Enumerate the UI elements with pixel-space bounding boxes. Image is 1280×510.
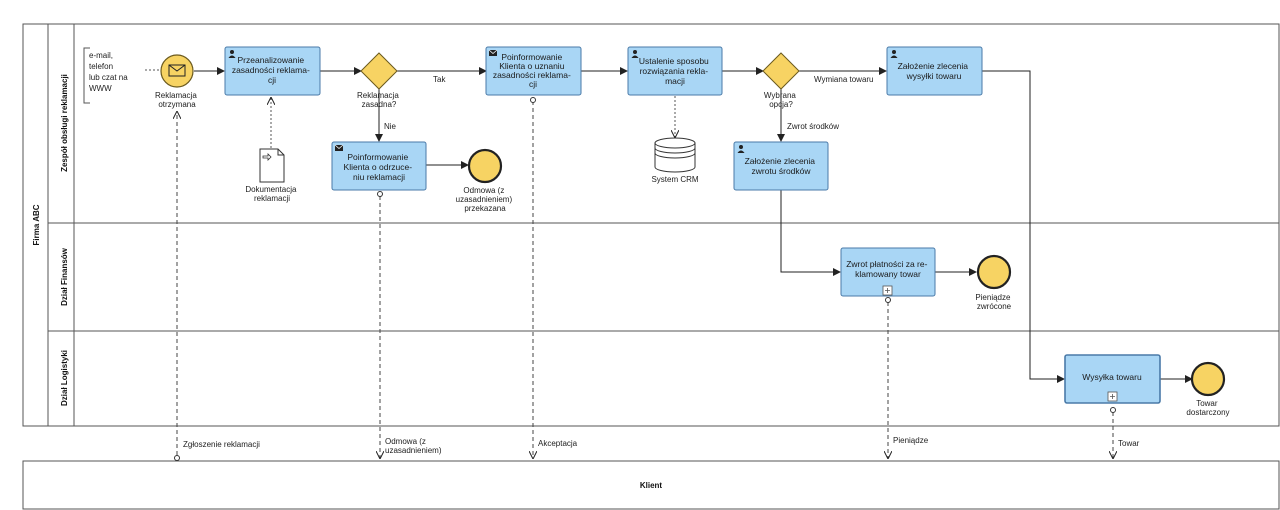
annotation-bracket <box>83 47 90 104</box>
gateway-label: Reklamacja zasadna? <box>357 91 401 109</box>
end-event-odmowa-label: Odmowa (z uzasadnieniem) przekazana <box>456 186 515 213</box>
task-zalozenie-zlecenia-wysylki[interactable]: Założenie zlecenia wysyłki towaru <box>886 46 983 96</box>
envelope-icon <box>488 49 498 56</box>
user-icon <box>631 50 639 58</box>
task-label: Poinformowanie Klienta o odrzuce- niu re… <box>344 152 415 182</box>
gateway-reklamacja-zasadna[interactable] <box>360 52 398 90</box>
gateway-label: Wybrana opcja? <box>764 91 798 109</box>
pool-klient-label: Klient <box>640 481 663 490</box>
data-store-label: System CRM <box>651 175 698 184</box>
task-label: Przeanalizowanie zasadności reklama- cji <box>232 55 312 85</box>
pool-label: Firma ABC <box>32 204 41 245</box>
lane-label-logistyka: Dział Logistyki <box>60 350 69 406</box>
annotation-text: e-mail, telefon lub czat na WWW <box>89 51 130 93</box>
lane-label-finanse: Dział Finansów <box>60 247 69 306</box>
data-object-label: Dokumentacja reklamacji <box>245 185 298 203</box>
lane-label-obsluga: Zespół obsługi reklamacji <box>60 74 69 172</box>
end-event-towar[interactable] <box>1190 361 1226 397</box>
user-icon <box>228 50 236 58</box>
message-label-towar: Towar <box>1118 439 1140 448</box>
task-label: Zwrot płatności za re- klamowany towar <box>846 259 930 279</box>
task-wysylka-towaru[interactable]: Wysyłka towaru <box>1064 354 1161 404</box>
subprocess-plus-icon <box>1107 391 1118 402</box>
task-przeanalizowanie[interactable]: Przeanalizowanie zasadności reklama- cji <box>224 46 321 96</box>
end-event-pieniadze-label: Pieniądze zwrócone <box>975 293 1012 311</box>
pool-klient <box>22 460 1280 510</box>
task-label: Założenie zlecenia zwrotu środków <box>745 156 818 176</box>
gateway-wybrana-opcja[interactable] <box>762 52 800 90</box>
start-event-reklamacja[interactable] <box>160 54 194 88</box>
task-poinformowanie-odrzucenie[interactable]: Poinformowanie Klienta o odrzuce- niu re… <box>331 141 427 191</box>
end-event-odmowa[interactable] <box>467 148 503 184</box>
task-zalozenie-zlecenia-zwrotu[interactable]: Założenie zlecenia zwrotu środków <box>733 141 829 191</box>
user-icon <box>737 145 745 153</box>
task-label: Wysyłka towaru <box>1082 372 1142 382</box>
user-icon <box>890 50 898 58</box>
message-label-odmowa: Odmowa (z uzasadnieniem) <box>385 437 442 455</box>
start-event-label: Reklamacja otrzymana <box>155 91 199 109</box>
task-ustalenie-sposobu[interactable]: Ustalenie sposobu rozwiązania rekla- mac… <box>627 46 723 96</box>
task-label: Ustalenie sposobu rozwiązania rekla- mac… <box>639 56 711 86</box>
end-event-pieniadze[interactable] <box>976 254 1012 290</box>
data-store-crm[interactable] <box>654 137 696 173</box>
flow-label-nie: Nie <box>384 122 397 131</box>
task-zwrot-platnosci[interactable]: Zwrot płatności za re- klamowany towar <box>840 247 936 297</box>
envelope-icon <box>334 144 344 151</box>
flow-label-wymiana: Wymiana towaru <box>814 75 874 84</box>
task-label: Poinformowanie Klienta o uznaniu zasadno… <box>493 52 573 89</box>
task-label: Założenie zlecenia wysyłki towaru <box>898 61 971 81</box>
data-object-dokumentacja[interactable] <box>259 148 285 183</box>
flow-label-zwrot: Zwrot środków <box>787 122 839 131</box>
message-label-akceptacja: Akceptacja <box>538 439 578 448</box>
task-poinformowanie-uznanie[interactable]: Poinformowanie Klienta o uznaniu zasadno… <box>485 46 582 96</box>
message-label-zgloszenie: Zgłoszenie reklamacji <box>183 440 260 449</box>
flow-label-tak: Tak <box>433 75 446 84</box>
end-event-towar-label: Towar dostarczony <box>1186 399 1229 417</box>
subprocess-plus-icon <box>882 285 893 296</box>
message-label-pieniadze: Pieniądze <box>893 436 929 445</box>
